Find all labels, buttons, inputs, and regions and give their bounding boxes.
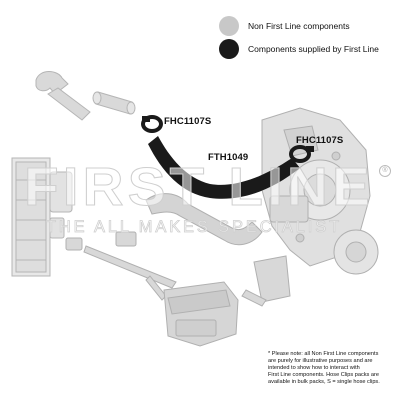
illustration-note: * Please note: all Non First Line compon…	[268, 351, 396, 386]
intake-pipe-upper	[35, 71, 136, 121]
note-line: available in bulk packs, S = single hose…	[268, 379, 380, 385]
legend-dot-first-line	[219, 39, 239, 59]
part-label-hose: FTH1049	[208, 152, 249, 163]
legend-label-non-first-line: Non First Line components	[248, 21, 350, 31]
watermark-brand: FIRST LINE	[24, 157, 374, 217]
lower-hose	[145, 193, 263, 246]
hose-clip-right	[289, 145, 314, 163]
legend-dot-non-first-line	[219, 16, 239, 36]
small-bracket-right	[241, 255, 291, 307]
registered-mark-icon: ®	[379, 165, 391, 177]
mounting-bracket	[65, 231, 177, 301]
note-line: are purely for illustrative purposes and…	[268, 358, 373, 364]
part-label-clip-left: FHC1107S	[164, 116, 212, 127]
part-label-clip-right: FHC1107S	[296, 135, 344, 146]
supplied-hose-fth1049	[148, 136, 300, 199]
lower-housing	[163, 281, 239, 347]
note-line: * Please note: all Non First Line compon…	[268, 351, 379, 357]
watermark-tagline: THE ALL MAKES SPECIALIST	[46, 217, 342, 236]
note-line: intended to show how to interact with	[268, 365, 360, 371]
note-line: First Line components. Hose Clips packs …	[268, 372, 379, 378]
hose-clip-left	[141, 115, 163, 133]
intercooler	[11, 157, 73, 277]
legend-label-first-line: Components supplied by First Line	[248, 44, 379, 54]
